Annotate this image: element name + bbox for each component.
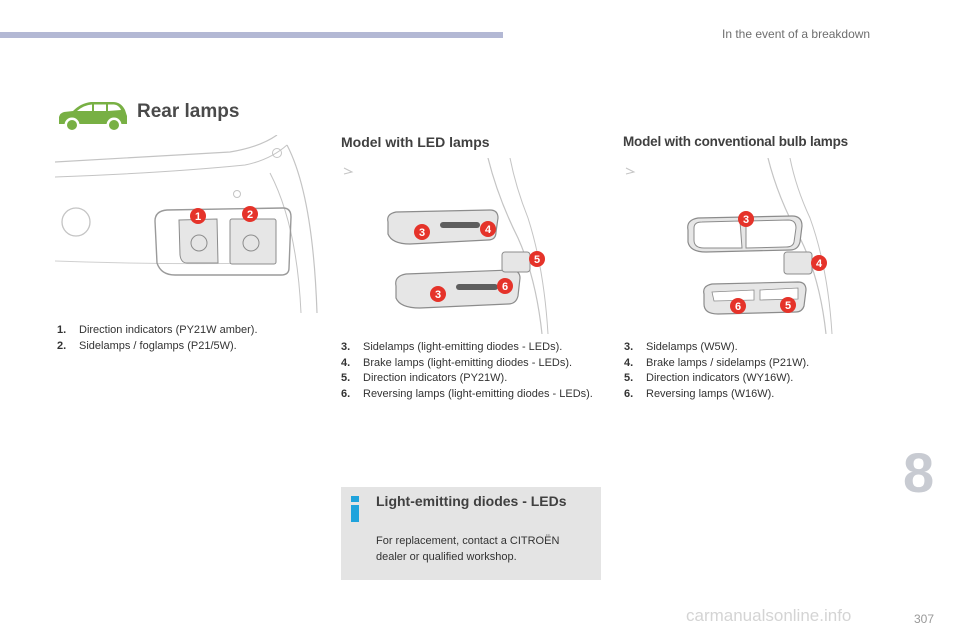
svg-text:3: 3 — [743, 214, 749, 226]
header-bar — [0, 32, 503, 38]
legend-text: Sidelamps (W5W). — [646, 341, 738, 353]
legend-number: 5. — [624, 372, 634, 384]
legend-item: 3. Sidelamps (W5W). — [624, 340, 864, 356]
watermark: carmanualsonline.info — [686, 606, 852, 625]
legend-number: 4. — [341, 356, 351, 369]
legend-item: 2. Sidelamps / foglamps (P21/5W). — [57, 339, 307, 355]
bulb-model-title: Model with conventional bulb lamps — [623, 134, 848, 149]
legend-item: 4. Brake lamps / sidelamps (P21W). — [624, 356, 864, 372]
svg-text:3: 3 — [435, 289, 441, 301]
legend-item: 3. Sidelamps (light-emitting diodes - LE… — [341, 340, 603, 356]
legend-item: 1. Direction indicators (PY21W amber). — [57, 323, 307, 339]
page-header-title: In the event of a breakdown — [722, 27, 871, 41]
legend-number: 6. — [624, 387, 634, 400]
callout-2: 2 — [242, 206, 258, 222]
callout-4: 4 — [811, 255, 827, 271]
rear-lamp-illustration: 1 2 — [55, 135, 318, 313]
legend-item: 6. Reversing lamps (W16W). — [624, 387, 864, 403]
svg-text:6: 6 — [502, 281, 508, 293]
legend-text: Reversing lamps (light-emitting diodes -… — [363, 387, 593, 400]
svg-text:2: 2 — [247, 209, 253, 221]
legend-text: Sidelamps (light-emitting diodes - LEDs)… — [363, 341, 563, 353]
car-side-icon — [59, 102, 127, 133]
section-title: Rear lamps — [137, 101, 240, 122]
legend-text: Sidelamps / foglamps (P21/5W). — [79, 339, 237, 352]
legend-text: Reversing lamps (W16W). — [646, 387, 775, 400]
led-lamp-illustration: 3 4 5 3 6 — [343, 158, 549, 334]
chapter-number: 8 — [903, 441, 935, 504]
bulb-lamp-illustration: 3 4 6 5 — [625, 158, 833, 334]
info-icon — [351, 496, 359, 522]
callout-6: 6 — [497, 278, 513, 294]
info-title: Light-emitting diodes - LEDs — [376, 493, 567, 509]
svg-text:1: 1 — [195, 211, 201, 223]
legend-number: 3. — [624, 341, 634, 353]
legend-item: 5. Direction indicators (WY16W). — [624, 371, 864, 387]
legend-left: 1. Direction indicators (PY21W amber). 2… — [57, 323, 307, 354]
callout-6: 6 — [730, 298, 746, 314]
legend-led: 3. Sidelamps (light-emitting diodes - LE… — [341, 340, 603, 402]
legend-number: 4. — [624, 356, 634, 369]
info-body: For replacement, contact a CITROËN deale… — [376, 535, 560, 563]
legend-number: 2. — [57, 339, 67, 352]
callout-3: 3 — [738, 211, 754, 227]
svg-text:4: 4 — [485, 224, 492, 236]
callout-5: 5 — [780, 297, 796, 313]
legend-bulb: 3. Sidelamps (W5W). 4. Brake lamps / sid… — [624, 340, 864, 402]
info-box: Light-emitting diodes - LEDs For replace… — [341, 487, 601, 580]
legend-text: Brake lamps / sidelamps (P21W). — [646, 356, 810, 369]
callout-3-upper: 3 — [414, 224, 430, 240]
legend-item: 5. Direction indicators (PY21W). — [341, 371, 603, 387]
legend-text: Direction indicators (PY21W). — [363, 372, 508, 384]
legend-text: Direction indicators (WY16W). — [646, 372, 794, 384]
legend-number: 5. — [341, 372, 351, 384]
callout-4: 4 — [480, 221, 496, 237]
legend-item: 6. Reversing lamps (light-emitting diode… — [341, 387, 603, 403]
led-model-title: Model with LED lamps — [341, 134, 490, 150]
legend-text: Direction indicators (PY21W amber). — [79, 324, 258, 336]
legend-number: 1. — [57, 324, 67, 336]
svg-text:5: 5 — [785, 300, 791, 312]
callout-3-lower: 3 — [430, 286, 446, 302]
callout-1: 1 — [190, 208, 206, 224]
svg-text:6: 6 — [735, 301, 741, 313]
legend-item: 4. Brake lamps (light-emitting diodes - … — [341, 356, 603, 372]
svg-text:5: 5 — [534, 254, 540, 266]
svg-text:4: 4 — [816, 258, 823, 270]
legend-number: 3. — [341, 341, 351, 353]
callout-5: 5 — [529, 251, 545, 267]
svg-text:3: 3 — [419, 227, 425, 239]
legend-text: Brake lamps (light-emitting diodes - LED… — [363, 356, 573, 369]
legend-number: 6. — [341, 387, 351, 400]
page-number: 307 — [914, 612, 935, 626]
